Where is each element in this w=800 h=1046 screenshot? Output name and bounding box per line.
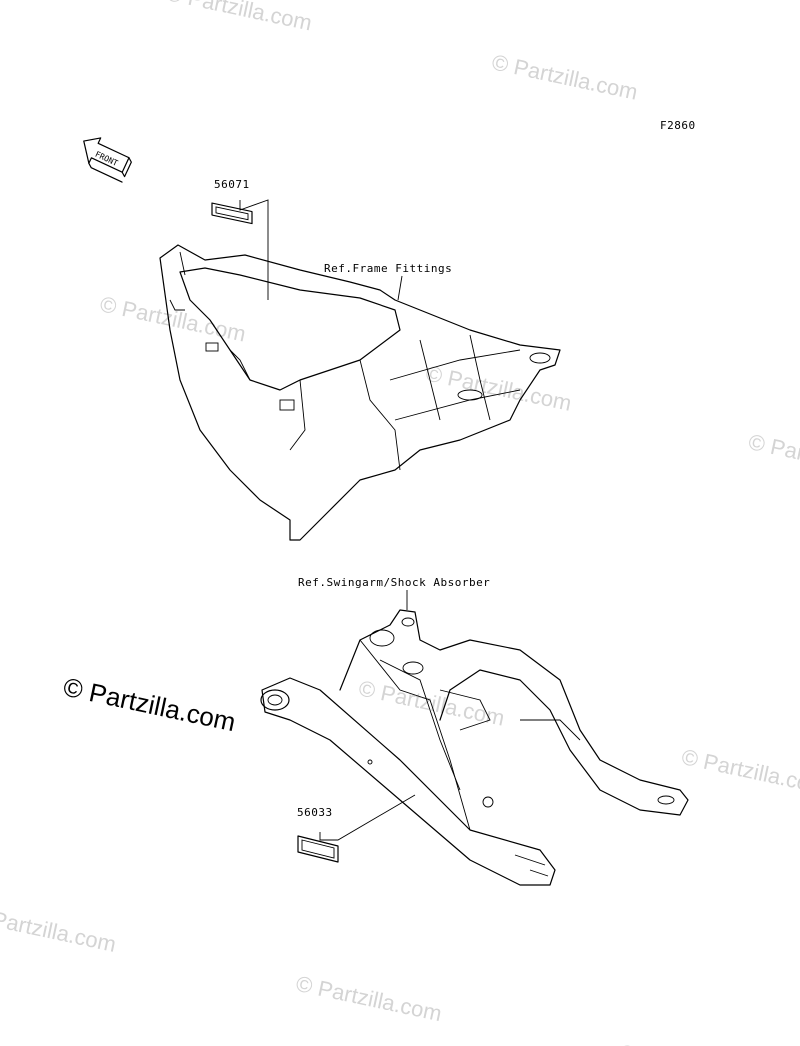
watermark: © Partzilla.com: [0, 902, 118, 957]
watermark: © Partzilla.com: [164, 0, 314, 35]
watermark: © Partzilla.com: [98, 291, 248, 346]
watermark: © Partzilla.com: [490, 49, 640, 104]
storage-box-drawing: [159, 244, 561, 541]
watermark: © Partzilla.com: [424, 361, 574, 416]
ref-frame-fittings[interactable]: Ref.Frame Fittings: [324, 262, 452, 275]
part-number-56071[interactable]: 56071: [214, 178, 250, 191]
decal-56071: [211, 202, 253, 225]
leader-frame-fittings: [397, 275, 403, 301]
ref-swingarm[interactable]: Ref.Swingarm/Shock Absorber: [298, 576, 490, 589]
front-arrow-icon: FRONT: [83, 137, 132, 183]
watermark: © Partzilla.com: [617, 1039, 767, 1046]
leader-56033: [319, 794, 416, 841]
swingarm-drawing: [260, 609, 689, 886]
watermark-main: © Partzilla.com: [61, 672, 239, 738]
watermark: © Partzilla.com: [746, 429, 800, 484]
watermark: © Partzilla.com: [679, 744, 800, 799]
watermark: © Partzilla.com: [357, 675, 507, 730]
leader-56071: [239, 199, 269, 300]
watermark: © Partzilla.com: [294, 971, 444, 1026]
decal-56033: [297, 835, 339, 863]
figure-code: F2860: [660, 119, 696, 132]
part-number-56033[interactable]: 56033: [297, 806, 333, 819]
